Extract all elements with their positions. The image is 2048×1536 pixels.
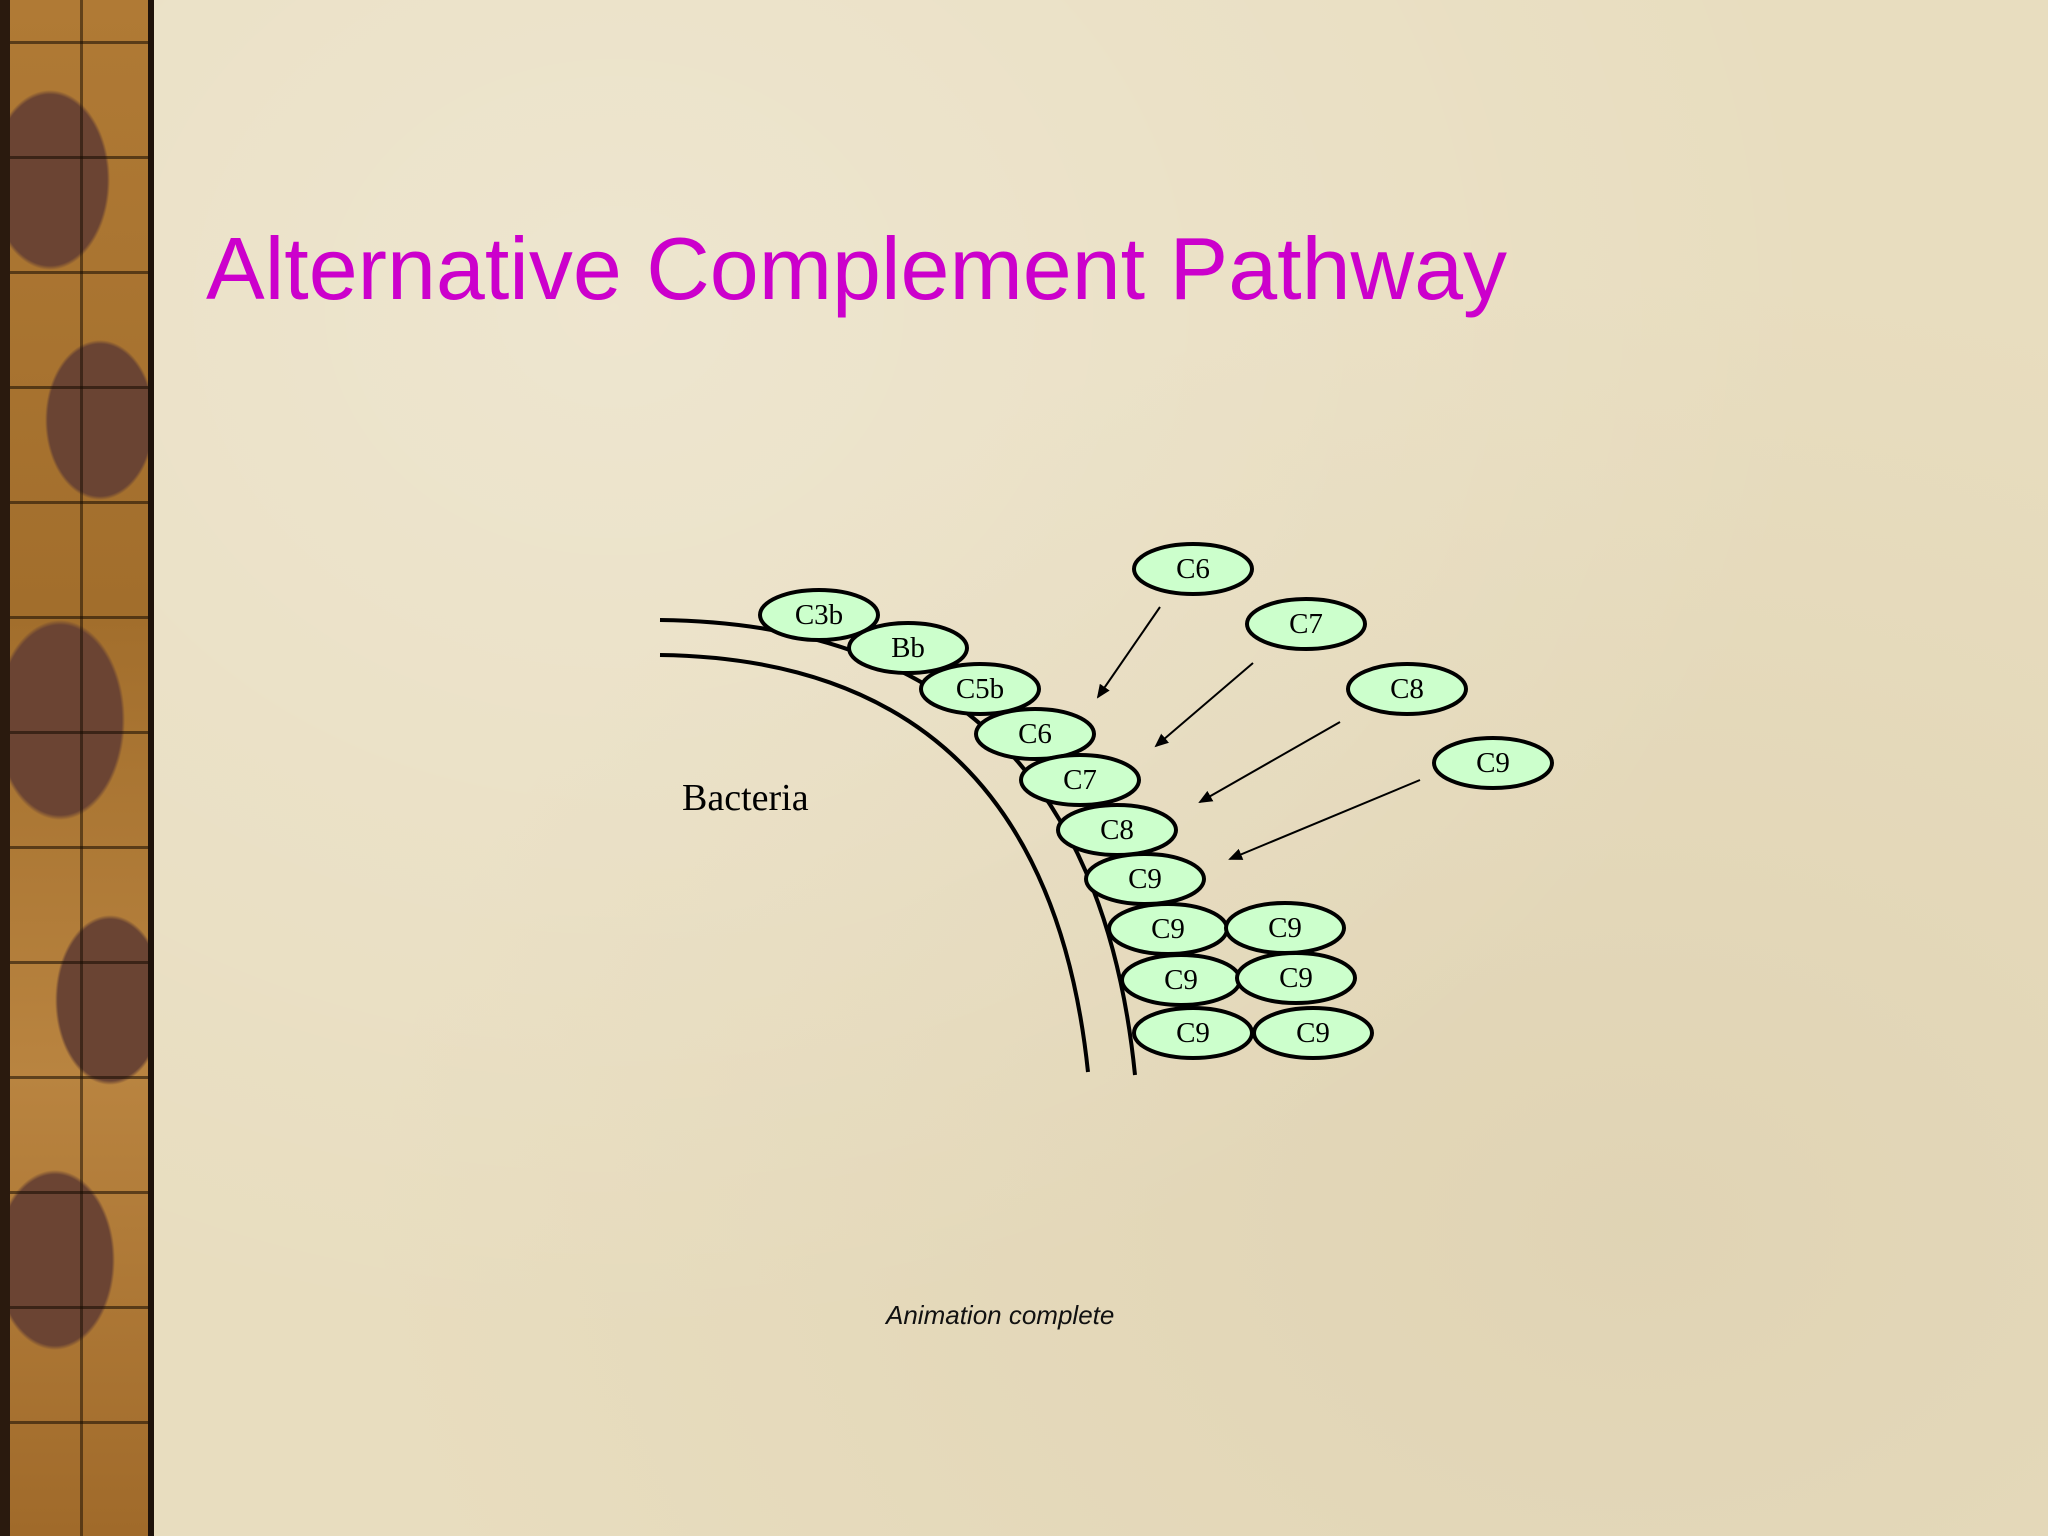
svg-text:C5b: C5b — [956, 673, 1004, 705]
pore-component: C9 — [1235, 951, 1357, 1005]
svg-text:C9: C9 — [1164, 964, 1198, 996]
bacteria-label: Bacteria — [682, 777, 809, 819]
bound-component: C8 — [1056, 803, 1178, 857]
bound-component: Bb — [847, 621, 969, 675]
bound-component: C6 — [974, 707, 1096, 761]
svg-text:C3b: C3b — [795, 599, 843, 631]
pore-component: C9 — [1224, 901, 1346, 955]
svg-text:C9: C9 — [1476, 747, 1510, 779]
svg-text:C8: C8 — [1390, 673, 1424, 705]
svg-text:C9: C9 — [1151, 913, 1185, 945]
pore-component: C9 — [1252, 1006, 1374, 1060]
slide-title: Alternative Complement Pathway — [206, 219, 1508, 318]
pore-component: C9 — [1132, 1006, 1254, 1060]
bound-component: C9 — [1084, 852, 1206, 906]
svg-text:Bb: Bb — [891, 632, 925, 664]
arrow-c9 — [1228, 779, 1421, 860]
bound-component: C5b — [919, 662, 1041, 716]
incoming-component: C7 — [1245, 597, 1367, 651]
animation-status: Animation complete — [886, 1300, 1115, 1330]
svg-text:C9: C9 — [1128, 863, 1162, 895]
outer-membrane — [659, 618, 1137, 1076]
incoming-component: C9 — [1432, 736, 1554, 790]
bound-component: C7 — [1019, 753, 1141, 807]
svg-text:C9: C9 — [1268, 912, 1302, 944]
pore-component: C9 — [1107, 902, 1229, 956]
svg-text:C7: C7 — [1289, 608, 1323, 640]
svg-text:C6: C6 — [1018, 718, 1052, 750]
incoming-component: C6 — [1132, 542, 1254, 596]
bound-component: C3b — [758, 588, 880, 642]
arrow-c8 — [1198, 721, 1341, 803]
decorative-sidebar — [0, 0, 154, 1536]
svg-text:C6: C6 — [1176, 553, 1210, 585]
svg-text:C7: C7 — [1063, 764, 1097, 796]
svg-text:C9: C9 — [1296, 1017, 1330, 1049]
svg-text:C9: C9 — [1176, 1017, 1210, 1049]
incoming-component: C8 — [1346, 662, 1468, 716]
arrow-c6 — [1096, 606, 1161, 699]
svg-text:C8: C8 — [1100, 814, 1134, 846]
pore-component: C9 — [1120, 953, 1242, 1007]
arrow-c7 — [1154, 662, 1254, 748]
svg-text:C9: C9 — [1279, 962, 1313, 994]
inner-membrane — [659, 653, 1090, 1073]
